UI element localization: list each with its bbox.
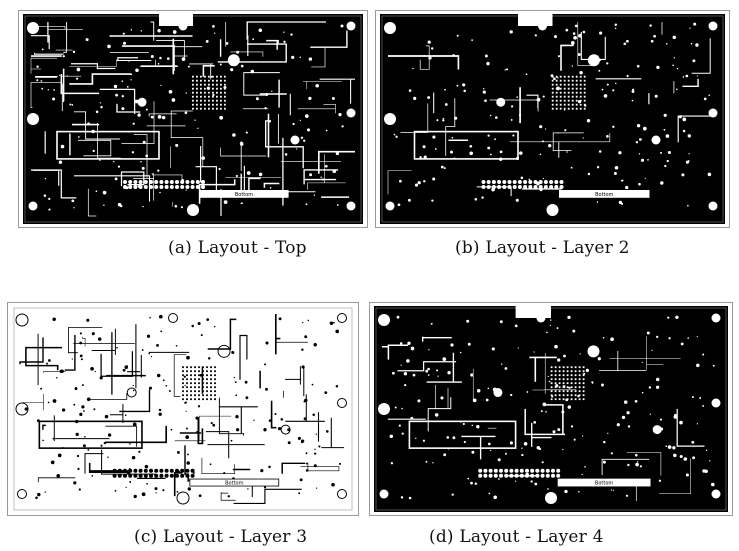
layout-layer2-panel: Bottom xyxy=(375,10,730,228)
mounting-hole xyxy=(346,21,356,31)
board-label-text: Bottom xyxy=(235,192,253,198)
board-label-box xyxy=(558,189,650,198)
mounting-hole xyxy=(17,489,27,499)
mounting-hole xyxy=(587,345,600,358)
mounting-hole xyxy=(708,21,718,31)
mounting-hole xyxy=(126,387,137,398)
mounting-hole xyxy=(137,97,147,107)
mounting-hole xyxy=(711,489,721,499)
mounting-hole xyxy=(227,54,240,67)
mounting-hole xyxy=(337,313,347,323)
mounting-hole xyxy=(651,135,661,145)
layout-layer4-image: Bottom xyxy=(374,306,728,512)
mounting-hole xyxy=(27,113,39,125)
mounting-hole xyxy=(708,108,718,118)
caption-layout-layer2: (b) Layout - Layer 2 xyxy=(455,238,630,258)
mounting-hole xyxy=(385,201,395,211)
mounting-hole xyxy=(384,22,396,34)
caption-layout-top: (a) Layout - Top xyxy=(168,238,307,258)
mounting-hole xyxy=(15,313,29,327)
mounting-hole xyxy=(187,204,199,216)
board-label-box xyxy=(557,478,651,487)
board-label-text: Bottom xyxy=(595,192,613,198)
mounting-hole xyxy=(378,403,390,415)
layout-top-panel: Bottom xyxy=(18,10,368,228)
mounting-hole xyxy=(15,402,29,416)
board-label-text: Bottom xyxy=(595,481,613,487)
mounting-hole xyxy=(384,113,396,125)
connector-outline xyxy=(56,130,160,160)
board-label-text: Bottom xyxy=(225,481,243,487)
connector-outline xyxy=(38,420,143,449)
mounting-hole xyxy=(546,204,559,216)
mounting-hole xyxy=(217,344,231,358)
layout-layer3-image: Bottom xyxy=(12,306,354,512)
layout-layer2-image: Bottom xyxy=(380,14,725,224)
layout-top-image: Bottom xyxy=(23,14,363,224)
mounting-hole xyxy=(711,313,721,323)
caption-layout-layer4: (d) Layout - Layer 4 xyxy=(429,527,604,547)
mounting-hole xyxy=(346,108,356,118)
mounting-hole xyxy=(346,201,356,211)
mounting-hole xyxy=(545,492,557,504)
mounting-hole xyxy=(652,425,662,435)
mounting-hole xyxy=(337,398,347,408)
mounting-hole xyxy=(379,489,389,499)
board-label-box xyxy=(189,478,280,487)
connector-outline xyxy=(408,420,517,449)
mounting-hole xyxy=(27,22,39,34)
mounting-hole xyxy=(708,201,718,211)
mounting-hole xyxy=(496,97,506,107)
mounting-hole xyxy=(378,314,390,326)
mounting-hole xyxy=(587,54,600,67)
board-label-box xyxy=(199,189,289,198)
mounting-hole xyxy=(290,135,300,145)
mounting-hole xyxy=(711,398,721,408)
connector-outline xyxy=(413,130,519,160)
mounting-hole xyxy=(176,491,190,505)
mounting-hole xyxy=(337,489,347,499)
layout-layer4-panel: Bottom xyxy=(369,302,733,516)
mounting-hole xyxy=(28,201,38,211)
mounting-hole xyxy=(168,313,178,323)
caption-layout-layer3: (c) Layout - Layer 3 xyxy=(134,527,308,547)
layout-layer3-panel: Bottom xyxy=(7,302,359,516)
